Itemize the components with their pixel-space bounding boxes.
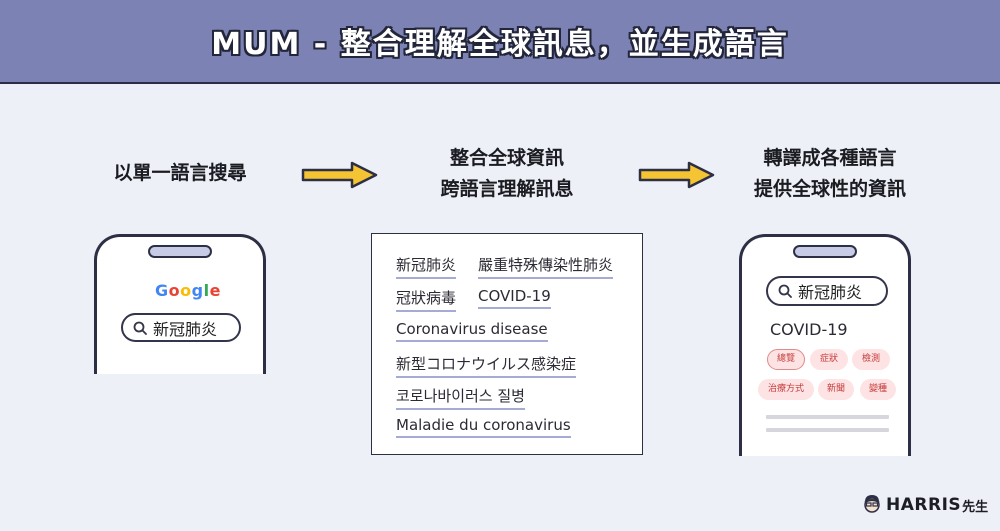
chip-symptoms[interactable]: 症狀 — [810, 349, 848, 370]
chip-testing[interactable]: 檢測 — [852, 349, 890, 370]
google-logo-letter: o — [180, 281, 192, 300]
arrow-right-icon — [301, 161, 378, 189]
google-logo-letter: e — [209, 281, 221, 300]
step-label-line: 轉譯成各種語言 — [763, 147, 897, 169]
left-phone: Google 新冠肺炎 — [94, 234, 266, 374]
term-item: 嚴重特殊傳染性肺炎 — [478, 254, 614, 279]
chip-overview[interactable]: 總覽 — [767, 349, 805, 370]
search-input[interactable]: 新冠肺炎 — [766, 276, 888, 306]
term-item: 新型コロナウイルス感染症 — [396, 353, 577, 378]
search-input-value: 新冠肺炎 — [153, 319, 218, 339]
step-label-line: 跨語言理解訊息 — [440, 178, 574, 200]
google-logo-letter: l — [203, 281, 210, 300]
search-input[interactable]: 新冠肺炎 — [121, 313, 241, 342]
search-icon — [778, 284, 792, 298]
result-placeholder-line — [766, 428, 889, 432]
result-placeholder-line — [766, 415, 889, 419]
term-item: Coronavirus disease — [396, 320, 548, 342]
step-label-translate: 轉譯成各種語言 提供全球性的資訊 — [725, 143, 935, 205]
term-item: COVID-19 — [478, 287, 551, 309]
header-banner: MUM - 整合理解全球訊息，並生成語言 — [0, 0, 1000, 84]
chip-news[interactable]: 新聞 — [818, 379, 854, 400]
term-item: 新冠肺炎 — [396, 254, 457, 279]
avatar-icon — [864, 495, 880, 513]
google-logo: Google — [155, 281, 221, 300]
step-label-search: 以單一語言搜尋 — [80, 158, 280, 189]
result-title: COVID-19 — [770, 320, 848, 339]
page-title: MUM - 整合理解全球訊息，並生成語言 — [211, 27, 789, 62]
right-phone: 新冠肺炎 COVID-19 總覽 症狀 檢測 治療方式 新聞 變種 — [739, 234, 911, 456]
step-label-line: 提供全球性的資訊 — [753, 178, 906, 200]
brand-suffix: 先生 — [962, 499, 989, 515]
step-label-integrate: 整合全球資訊 跨語言理解訊息 — [402, 143, 612, 205]
multilingual-terms-panel: 新冠肺炎 嚴重特殊傳染性肺炎 冠狀病毒 COVID-19 Coronavirus… — [371, 233, 643, 455]
term-item: 코로나바이러스 질병 — [396, 385, 525, 410]
step-label-line: 以單一語言搜尋 — [113, 162, 247, 184]
google-logo-letter: G — [155, 281, 169, 300]
arrow-right-icon — [638, 161, 715, 189]
phone-speaker — [793, 245, 857, 258]
google-logo-letter: g — [191, 281, 204, 300]
google-logo-letter: o — [168, 281, 181, 300]
chip-treatment[interactable]: 治療方式 — [758, 379, 814, 400]
phone-speaker — [148, 245, 212, 258]
search-icon — [133, 321, 147, 335]
chip-variants[interactable]: 變種 — [860, 379, 896, 400]
brand-logo: HARRIS 先生 — [862, 494, 988, 516]
step-label-line: 整合全球資訊 — [449, 147, 564, 169]
term-item: 冠狀病毒 — [396, 287, 457, 312]
term-item: Maladie du coronavirus — [396, 416, 571, 438]
brand-name: HARRIS — [886, 495, 962, 515]
search-input-value: 新冠肺炎 — [798, 283, 863, 302]
